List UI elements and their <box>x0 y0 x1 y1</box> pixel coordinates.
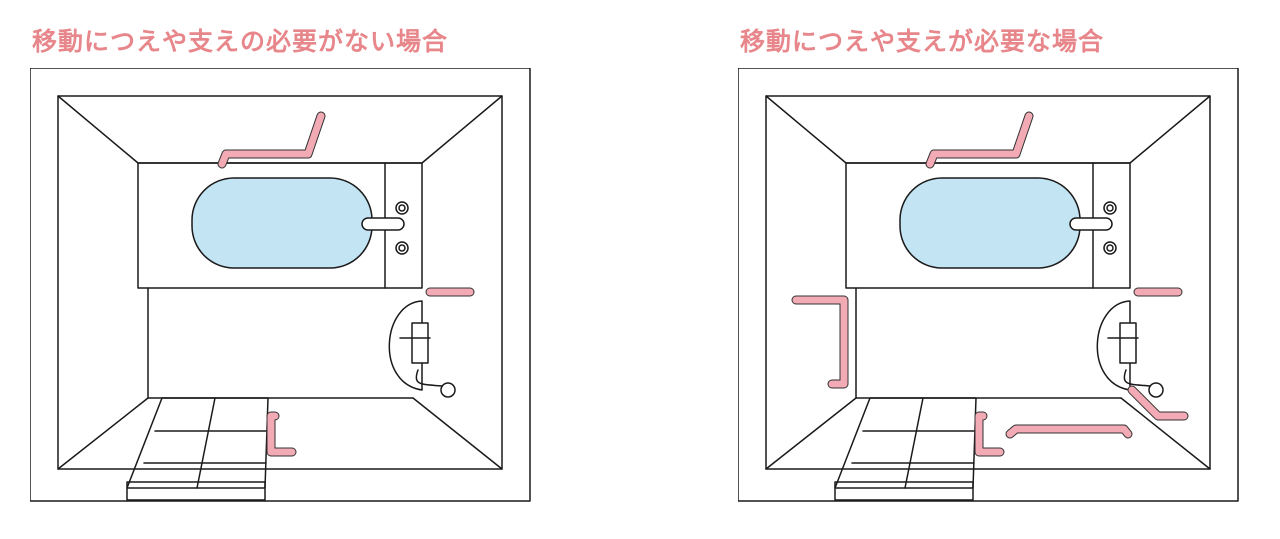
bathroom-diagram-support-needed <box>738 68 1239 502</box>
shower-head <box>440 382 456 398</box>
corner-line <box>1129 95 1211 164</box>
panel-title: 移動につえや支えが必要な場合 <box>740 27 1105 56</box>
outer-wall <box>738 68 1239 502</box>
tub-faucet <box>361 217 405 231</box>
duckboard <box>126 397 269 501</box>
shower-hose <box>415 369 443 387</box>
panel-no-support: 移動につえや支えの必要がない場合 <box>30 0 550 539</box>
grab-rail-shower-diagonal <box>1128 386 1188 420</box>
corner-line <box>412 397 503 470</box>
bathtub <box>137 162 423 289</box>
grab-rail-left-wall <box>792 296 848 388</box>
panel-title: 移動につえや支えの必要がない場合 <box>32 27 449 56</box>
bathtub <box>845 162 1131 289</box>
grab-rail-tub-l <box>218 112 325 168</box>
shower-valve <box>411 322 429 364</box>
shower-hose <box>1123 369 1151 387</box>
tub-water <box>191 177 373 269</box>
panel-support-needed: 移動につえや支えが必要な場合 <box>738 0 1258 539</box>
grab-rail-floor-long <box>1006 425 1132 438</box>
corner-line <box>57 95 139 164</box>
corner-line <box>765 397 857 470</box>
grab-rail-entrance <box>975 412 1004 456</box>
tub-water <box>899 177 1081 269</box>
inner-room <box>765 95 1211 470</box>
faucet-knob <box>395 201 409 215</box>
grab-rail-tub-l <box>926 112 1033 168</box>
shower-head <box>1148 382 1164 398</box>
outer-wall <box>30 68 531 502</box>
duckboard <box>834 397 977 501</box>
tub-faucet <box>1069 217 1113 231</box>
grab-rail-entrance <box>267 412 296 456</box>
faucet-knob <box>395 241 409 255</box>
bathroom-diagram-no-support <box>30 68 531 502</box>
corner-line <box>57 397 149 470</box>
corner-line <box>765 95 847 164</box>
corner-line <box>1120 397 1211 470</box>
faucet-knob <box>1103 201 1117 215</box>
faucet-knob <box>1103 241 1117 255</box>
grab-rail-left-wall-outline <box>791 295 849 389</box>
shower-valve <box>1119 322 1137 364</box>
inner-room <box>57 95 503 470</box>
corner-line <box>421 95 503 164</box>
